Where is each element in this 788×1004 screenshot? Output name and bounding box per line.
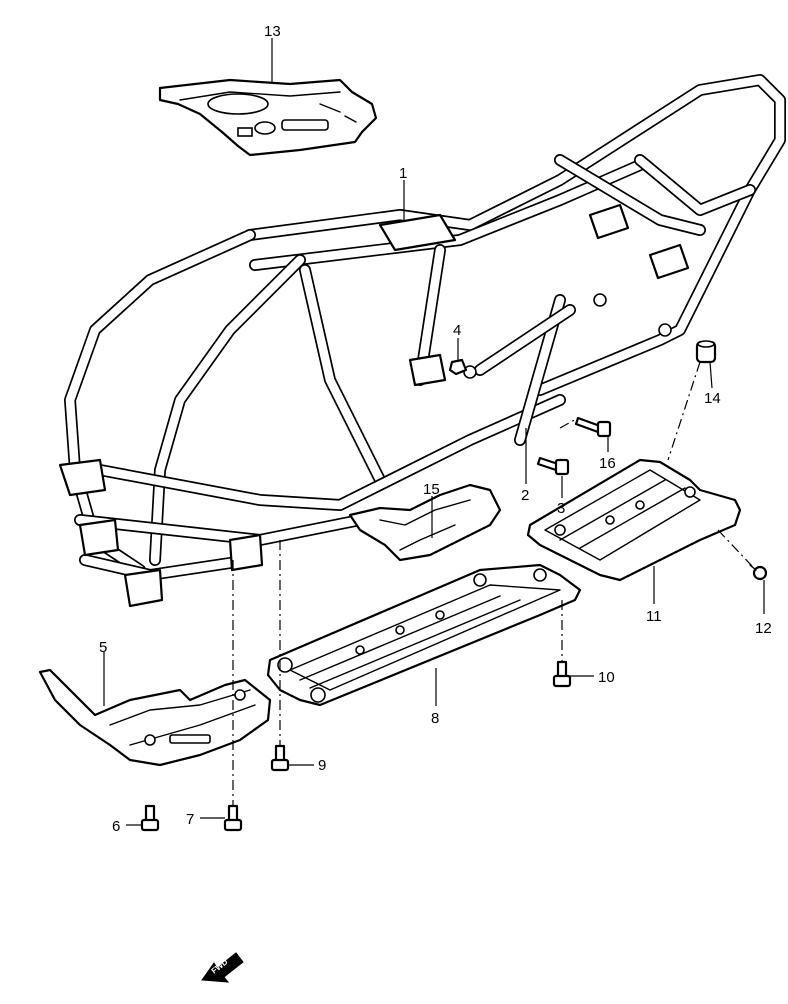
callout-1: 1 [399,165,407,182]
callout-11: 11 [646,608,662,625]
part-1-main-frame [58,74,786,608]
callout-9: 9 [318,757,326,774]
callout-4: 4 [453,322,461,339]
alignment-line [717,529,753,567]
part-7-bolt [223,804,243,832]
leader-lines [103,38,765,826]
part-6-bolt [140,804,160,832]
part-13-cover-plate [158,78,378,157]
callout-16: 16 [599,455,616,472]
callout-14: 14 [704,390,721,407]
part-3-bolt [536,456,570,476]
callout-3: 3 [557,500,565,517]
callout-12: 12 [755,620,772,637]
part-8-center-skid-plate [266,563,582,707]
part-9-bolt [270,744,290,772]
callout-7: 7 [186,811,194,828]
fwd-arrow-icon: FWD [201,952,244,983]
part-14-rubber-mount [695,340,717,364]
part-12-bolt [749,564,768,581]
part-15-heat-shield [348,483,502,562]
callout-15: 15 [423,481,440,498]
callout-13: 13 [264,23,281,40]
callout-10: 10 [598,669,615,686]
alignment-line [559,417,579,429]
part-5-front-skid-plate [38,668,272,767]
callout-6: 6 [112,818,120,835]
part-16-bolt [574,416,612,438]
part-10-bolt [552,660,572,688]
callout-5: 5 [99,639,107,656]
part-11-rear-skid-plate [526,458,742,582]
alignment-line [667,361,701,461]
callout-8: 8 [431,710,439,727]
callout-2: 2 [521,487,529,504]
part-4-nut [448,358,468,376]
